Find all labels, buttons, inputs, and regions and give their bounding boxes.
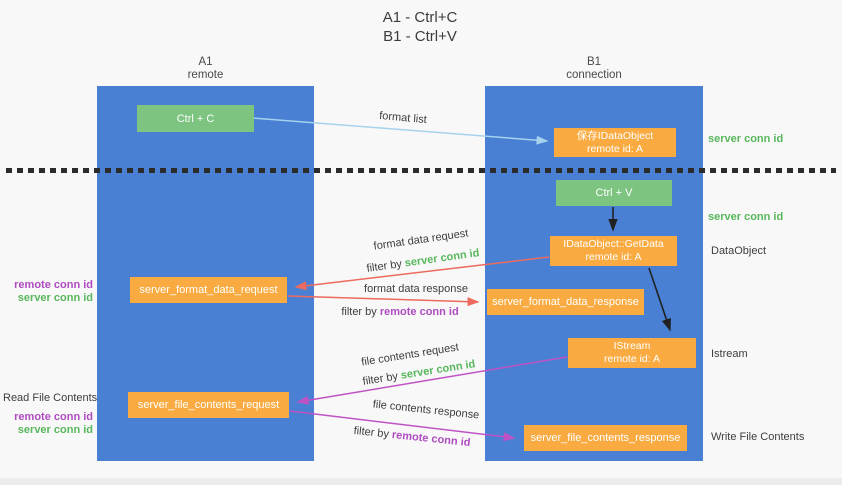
filter-key-remote-conn-id: remote conn id	[379, 306, 459, 318]
column-a1-role: remote	[187, 69, 224, 81]
filter-prefix: filter by	[341, 306, 377, 318]
ctrl-v-label: Ctrl + V	[595, 187, 633, 199]
title-line-2: B1 - Ctrl+V	[383, 28, 457, 45]
annotation-write-file-contents: Write File Contents	[711, 431, 805, 443]
format-list-label: format list	[378, 109, 428, 127]
annotation-server-conn-id-top: server conn id	[708, 133, 784, 145]
annotation-server-conn-id-2: server conn id	[17, 423, 93, 436]
format-request-label: server_format_data_request	[139, 284, 278, 296]
node-server-file-contents-response: server_file_contents_response	[524, 425, 687, 451]
node-server-format-data-request: server_format_data_request	[130, 277, 287, 303]
node-idataobject-getdata: IDataObject::GetData remote id: A	[550, 236, 677, 266]
format-data-response-arrow	[287, 295, 480, 307]
node-server-format-data-response: server_format_data_response	[487, 289, 644, 315]
separator-dotted-line	[6, 168, 836, 173]
istream-line2: remote id: A	[603, 353, 661, 365]
annotation-remote-conn-id-1: remote conn id	[14, 279, 93, 291]
filter-prefix: filter by	[353, 424, 390, 441]
diagram-title: A1 - Ctrl+C B1 - Ctrl+V	[300, 8, 540, 46]
file-contents-response-label: file contents response	[372, 398, 480, 422]
filter-key-server-conn-id: server conn id	[399, 358, 477, 382]
annotation-istream: Istream	[711, 348, 748, 360]
filter-key-server-conn-id: server conn id	[404, 247, 481, 270]
node-ctrl-v: Ctrl + V	[556, 180, 672, 206]
format-data-response-label: format data response	[364, 283, 468, 295]
annotation-remote-conn-id-2: remote conn id	[14, 411, 93, 423]
column-b1-role: connection	[566, 69, 622, 81]
annotation-server-conn-id-1: server conn id	[17, 291, 93, 304]
filter-prefix: filter by	[365, 258, 403, 275]
column-header-a1: A1 remote	[97, 56, 314, 82]
format-response-label: server_format_data_response	[492, 296, 639, 308]
getdata-line1: IDataObject::GetData	[563, 238, 664, 250]
node-server-file-contents-request: server_file_contents_request	[128, 392, 289, 418]
annotation-read-file-contents: Read File Contents	[3, 392, 98, 404]
node-istream: IStream remote id: A	[568, 338, 696, 368]
column-header-b1: B1 connection	[485, 56, 703, 82]
save-idataobject-line1: 保存IDataObject	[576, 129, 654, 142]
format-data-response-filter: filter by remote conn id	[341, 306, 458, 318]
node-ctrl-c: Ctrl + C	[137, 105, 254, 132]
annotation-server-conn-id-mid: server conn id	[708, 211, 784, 223]
format-data-request-label: format data request	[372, 227, 470, 253]
filter-prefix: filter by	[361, 370, 399, 388]
annotation-dataobject: DataObject	[711, 245, 767, 257]
title-line-1: A1 - Ctrl+C	[382, 9, 458, 26]
node-save-idataobject: 保存IDataObject remote id: A	[554, 128, 676, 157]
ctrl-c-label: Ctrl + C	[176, 112, 215, 125]
istream-line1: IStream	[613, 340, 651, 352]
filter-key-remote-conn-id: remote conn id	[391, 428, 471, 450]
file-request-label: server_file_contents_request	[137, 399, 280, 411]
file-response-label: server_file_contents_response	[530, 432, 681, 444]
save-idataobject-line2: remote id: A	[586, 142, 644, 155]
file-contents-response-filter: filter by remote conn id	[353, 425, 471, 449]
annotation-conn-id-pair-2: remote conn id server conn id	[0, 411, 93, 436]
column-b1-id: B1	[586, 56, 602, 68]
getdata-line2: remote id: A	[585, 251, 642, 263]
bottom-edge-strip	[0, 478, 842, 485]
column-a1-id: A1	[198, 56, 213, 68]
annotation-conn-id-pair-1: remote conn id server conn id	[0, 279, 93, 304]
